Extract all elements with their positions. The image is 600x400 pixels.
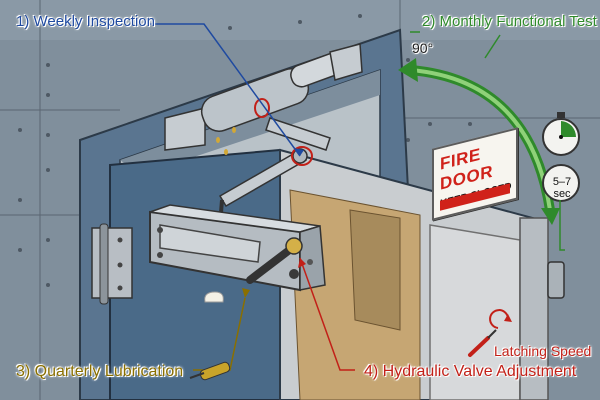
grease-gun-icon bbox=[189, 361, 231, 381]
stopwatch-icon bbox=[542, 112, 580, 156]
grease-blob bbox=[204, 291, 224, 303]
adjustment-arrows-icon bbox=[489, 309, 512, 329]
screwdriver-icon bbox=[468, 329, 497, 357]
valve-adjustment-label: 4) Hydraulic Valve Adjustment bbox=[364, 363, 577, 380]
weekly-leader-line bbox=[150, 23, 301, 157]
oil-drips bbox=[216, 127, 236, 155]
weekly-inspection-label: 1) Weekly Inspection bbox=[16, 13, 155, 30]
latching-speed-label: Latching Speed bbox=[494, 343, 592, 359]
overhead-door-closer bbox=[164, 43, 363, 151]
angle-label: 90° bbox=[412, 40, 434, 56]
timer-text: 5–7 sec bbox=[552, 176, 572, 200]
door-edge bbox=[519, 217, 549, 400]
quarterly-lubrication-label: 3) Quarterly Lubrication bbox=[16, 363, 184, 380]
timer-badge bbox=[542, 164, 580, 202]
valve-leader-line bbox=[299, 257, 355, 371]
closer-body bbox=[149, 204, 326, 292]
door-latch bbox=[547, 261, 565, 299]
monthly-test-label: 2) Monthly Functional Test bbox=[422, 13, 597, 30]
closer-arm bbox=[218, 117, 331, 226]
hinge bbox=[91, 223, 133, 305]
rivets bbox=[18, 14, 572, 287]
